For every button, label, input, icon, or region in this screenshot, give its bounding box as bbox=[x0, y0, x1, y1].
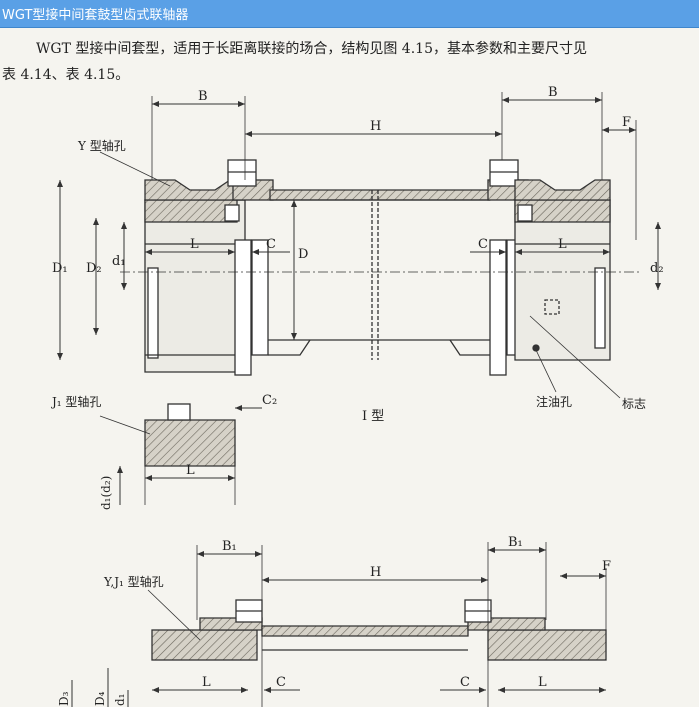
label-C-left-2: C bbox=[276, 675, 286, 690]
label-B-right: B bbox=[548, 85, 558, 100]
label-yj1-hole: Y,J₁ 型轴孔 bbox=[103, 574, 164, 589]
drawing-type-2 bbox=[71, 542, 607, 707]
label-C-right-2: C bbox=[460, 675, 470, 690]
document-page: WGT 型接中间套型，适用于长距离联接的场合，结构见图 4.15，基本参数和主要… bbox=[0, 28, 699, 707]
label-C2: C₂ bbox=[262, 393, 277, 408]
label-D1: D₁ bbox=[52, 261, 68, 276]
middle-sleeve bbox=[268, 189, 492, 360]
label-L-j1: L bbox=[186, 463, 195, 478]
label-d1-2: d₁ bbox=[113, 694, 127, 707]
label-F-2: F bbox=[602, 559, 611, 574]
description-line-2: 表 4.14、表 4.15。 bbox=[2, 67, 130, 83]
label-L-left: L bbox=[190, 237, 199, 252]
label-d2: d₂ bbox=[650, 261, 664, 276]
label-d1: d₁ bbox=[112, 254, 126, 269]
label-L-left-2: L bbox=[202, 675, 211, 690]
label-H-2: H bbox=[370, 565, 381, 580]
label-B1-left: B₁ bbox=[222, 539, 237, 554]
label-type-1: I 型 bbox=[362, 409, 384, 424]
label-D4: D₄ bbox=[93, 691, 107, 706]
label-d1-d2-j1: d₁(d₂) bbox=[99, 476, 113, 510]
label-C-right: C bbox=[478, 237, 488, 252]
label-H: H bbox=[370, 119, 381, 134]
label-D: D bbox=[298, 247, 308, 262]
left-hub bbox=[144, 179, 246, 373]
j1-hole-detail bbox=[99, 403, 262, 505]
left-flange bbox=[227, 159, 274, 376]
label-y-hole: Y 型轴孔 bbox=[77, 138, 126, 153]
description-paragraph: WGT 型接中间套型，适用于长距离联接的场合，结构见图 4.15，基本参数和主要… bbox=[0, 36, 699, 88]
label-D2: D₂ bbox=[86, 261, 102, 276]
label-L-right: L bbox=[558, 237, 567, 252]
label-oil-hole: 注油孔 bbox=[536, 394, 572, 409]
right-hub bbox=[514, 179, 611, 361]
label-B-left: B bbox=[198, 89, 208, 104]
label-D3: D₃ bbox=[57, 691, 71, 706]
label-j1-hole: J₁ 型轴孔 bbox=[50, 394, 101, 409]
window-title: WGT型接中间套鼓型齿式联轴器 bbox=[2, 8, 189, 23]
label-C-left: C bbox=[266, 237, 276, 252]
coupling-technical-drawing: B B H F Y 型轴孔 D₁ D₂ d₁ L C D C L d₂ J₁ 型… bbox=[50, 85, 664, 707]
right-hub-2 bbox=[464, 599, 607, 661]
description-line-1: WGT 型接中间套型，适用于长距离联接的场合，结构见图 4.15，基本参数和主要… bbox=[36, 41, 587, 57]
label-mark: 标志 bbox=[622, 397, 646, 411]
label-B1-right: B₁ bbox=[508, 535, 523, 550]
sleeve-2 bbox=[261, 625, 469, 651]
label-F: F bbox=[622, 115, 631, 130]
drawing-type-1 bbox=[57, 92, 661, 505]
window-title-bar: WGT型接中间套鼓型齿式联轴器 bbox=[0, 0, 699, 28]
label-L-right-2: L bbox=[538, 675, 547, 690]
left-hub-2 bbox=[151, 599, 263, 661]
